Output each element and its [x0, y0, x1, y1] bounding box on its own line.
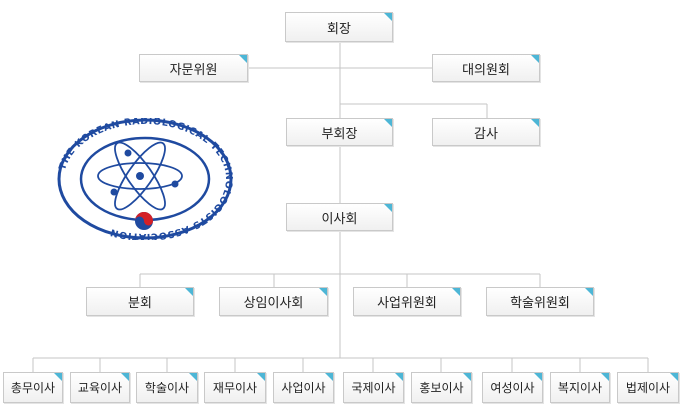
director-box: 여성이사	[482, 372, 543, 403]
director-box: 사업이사	[273, 372, 334, 403]
director-box: 국제이사	[343, 372, 404, 403]
vice-president-box: 부회장	[286, 118, 393, 146]
taeguk-emblem-icon	[135, 212, 153, 230]
auditor-box: 감사	[432, 118, 540, 146]
division-box: 사업위원회	[353, 287, 461, 316]
director-box: 학술이사	[136, 372, 198, 403]
association-logo: THE KOREAN RADIOLOGICAL TECHNOLOGISTS AS…	[57, 118, 233, 240]
director-box: 홍보이사	[411, 372, 472, 403]
director-box: 복지이사	[550, 372, 610, 403]
president-box: 회장	[285, 12, 393, 42]
advisory-box: 자문위원	[139, 54, 248, 82]
atom-icon	[97, 141, 183, 211]
division-box: 상임이사회	[219, 287, 328, 316]
division-box: 학술위원회	[486, 287, 594, 316]
board-box: 이사회	[286, 203, 393, 231]
director-box: 총무이사	[3, 372, 63, 403]
director-box: 교육이사	[70, 372, 130, 403]
representative-box: 대의원회	[432, 54, 540, 82]
director-box: 재무이사	[204, 372, 266, 403]
division-box: 분회	[86, 287, 194, 316]
director-box: 법제이사	[617, 372, 679, 403]
